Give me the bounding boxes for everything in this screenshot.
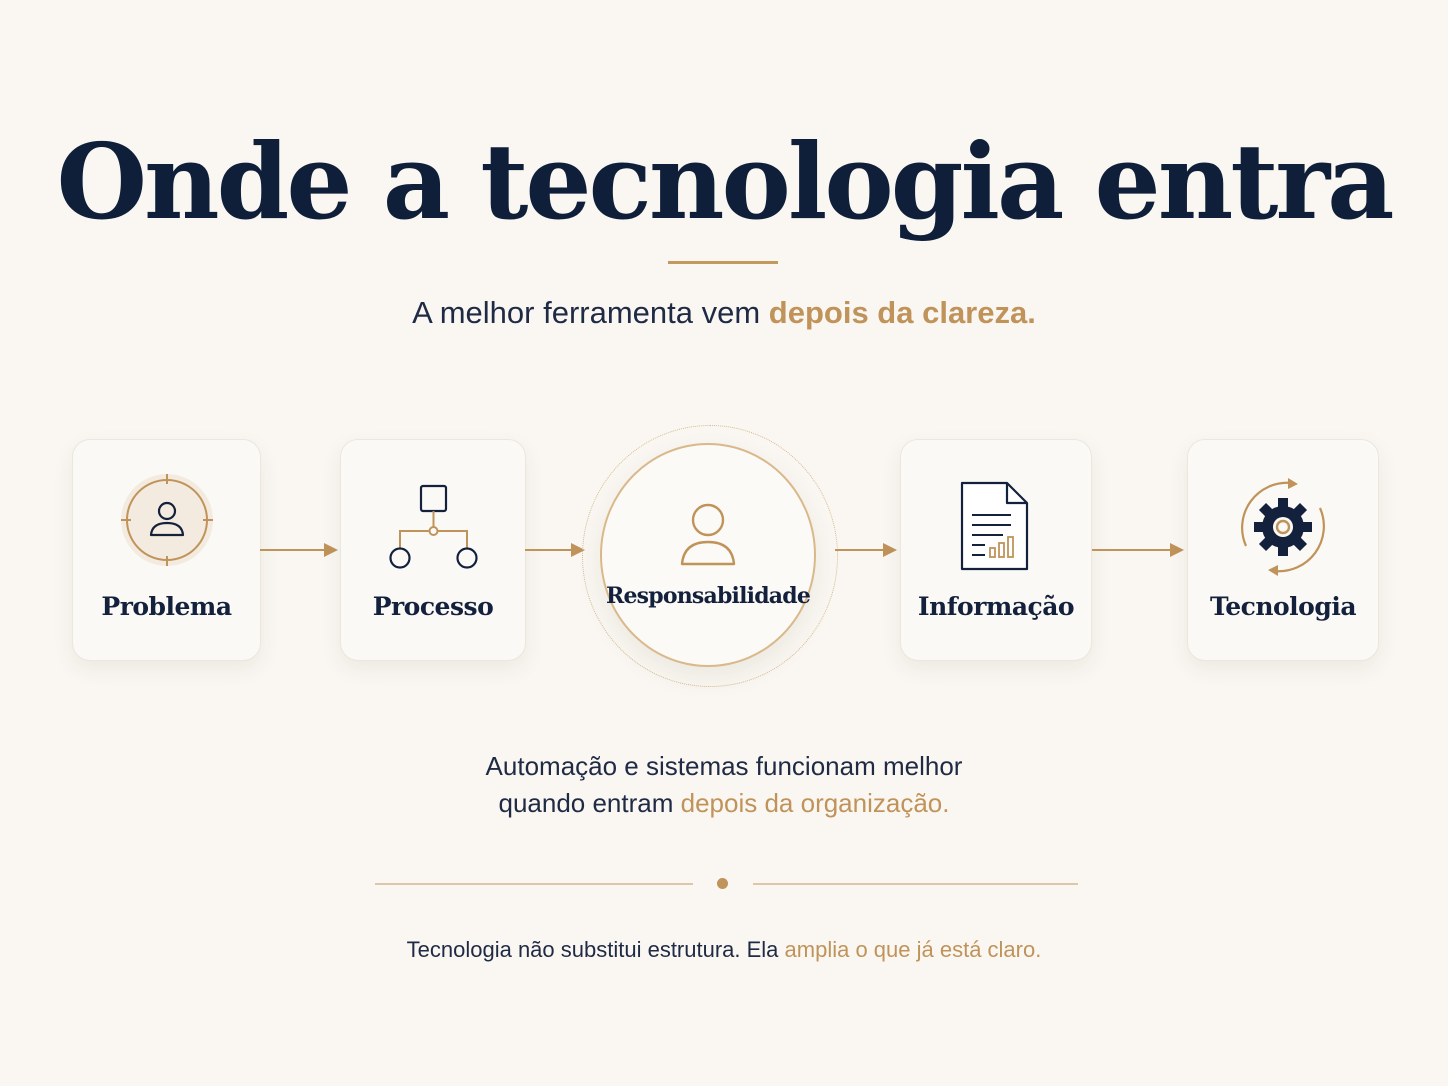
document-chart-icon bbox=[960, 481, 1029, 571]
title-underline bbox=[668, 261, 778, 264]
person-target-icon bbox=[121, 474, 213, 566]
divider-dot bbox=[717, 878, 728, 889]
subtitle-text: A melhor ferramenta vem bbox=[412, 295, 769, 330]
page-title: Onde a tecnologia entra bbox=[56, 120, 1394, 243]
arrow-right-icon bbox=[525, 543, 585, 557]
process-flow-icon bbox=[389, 484, 478, 569]
subtitle-accent: depois da clareza. bbox=[768, 295, 1036, 330]
footer-text: Tecnologia não substitui estrutura. Ela bbox=[406, 937, 785, 962]
arrow-right-icon bbox=[835, 543, 897, 557]
divider-left bbox=[375, 883, 693, 885]
divider-right bbox=[753, 883, 1078, 885]
subtitle: A melhor ferramenta vem depois da clarez… bbox=[0, 292, 1448, 334]
arrow-right-icon bbox=[260, 543, 338, 557]
step-card-problema: Problema bbox=[72, 439, 261, 661]
body-paragraph: Automação e sistemas funcionam melhor qu… bbox=[0, 748, 1448, 822]
step-card-processo: Processo bbox=[340, 439, 526, 661]
gear-cycle-icon bbox=[1241, 478, 1325, 576]
step-card-tecnologia: Tecnologia bbox=[1187, 439, 1379, 661]
footer-accent: amplia o que já está claro. bbox=[784, 937, 1042, 962]
step-label: Problema bbox=[101, 592, 232, 621]
body-line-1: Automação e sistemas funcionam melhor bbox=[485, 751, 963, 781]
person-icon bbox=[680, 503, 736, 566]
step-label: Processo bbox=[372, 592, 494, 621]
arrow-right-icon bbox=[1092, 543, 1184, 557]
footer-tagline: Tecnologia não substitui estrutura. Ela … bbox=[0, 934, 1448, 966]
step-label: Responsabilidade bbox=[605, 583, 811, 609]
body-line-2: quando entram depois da organização. bbox=[0, 785, 1448, 822]
body-line-2-accent: depois da organização. bbox=[680, 788, 950, 818]
step-label: Informação bbox=[917, 592, 1075, 621]
step-label: Tecnologia bbox=[1209, 592, 1357, 621]
highlight-ring bbox=[582, 425, 838, 687]
step-card-informacao: Informação bbox=[900, 439, 1092, 661]
step-card-responsabilidade: Responsabilidade bbox=[600, 443, 816, 667]
body-line-2-text: quando entram bbox=[498, 788, 681, 818]
